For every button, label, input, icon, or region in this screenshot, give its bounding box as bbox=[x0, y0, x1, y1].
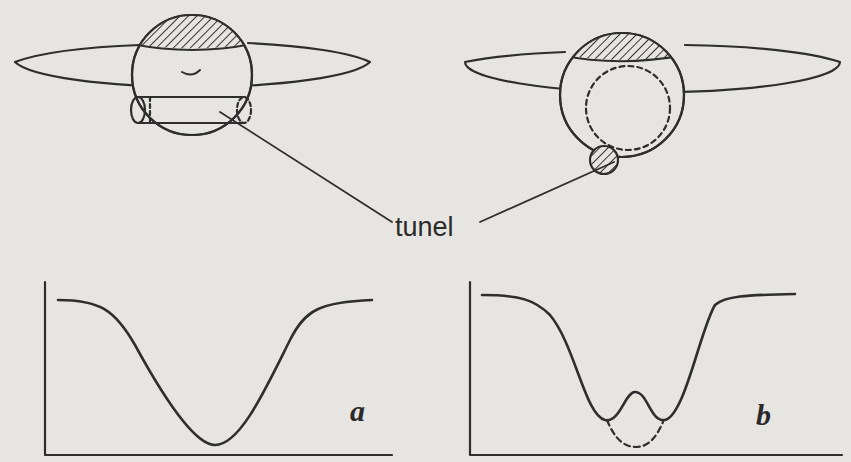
figure-label: b bbox=[756, 400, 771, 430]
leader-line bbox=[480, 162, 614, 222]
figure-label: a bbox=[350, 396, 365, 426]
leader-line bbox=[220, 112, 392, 222]
potential-graph-a bbox=[45, 282, 392, 455]
planet-b bbox=[465, 0, 840, 174]
planet-a bbox=[15, 0, 370, 135]
part-label: tunel bbox=[395, 214, 454, 241]
potential-graph-b bbox=[470, 282, 842, 455]
